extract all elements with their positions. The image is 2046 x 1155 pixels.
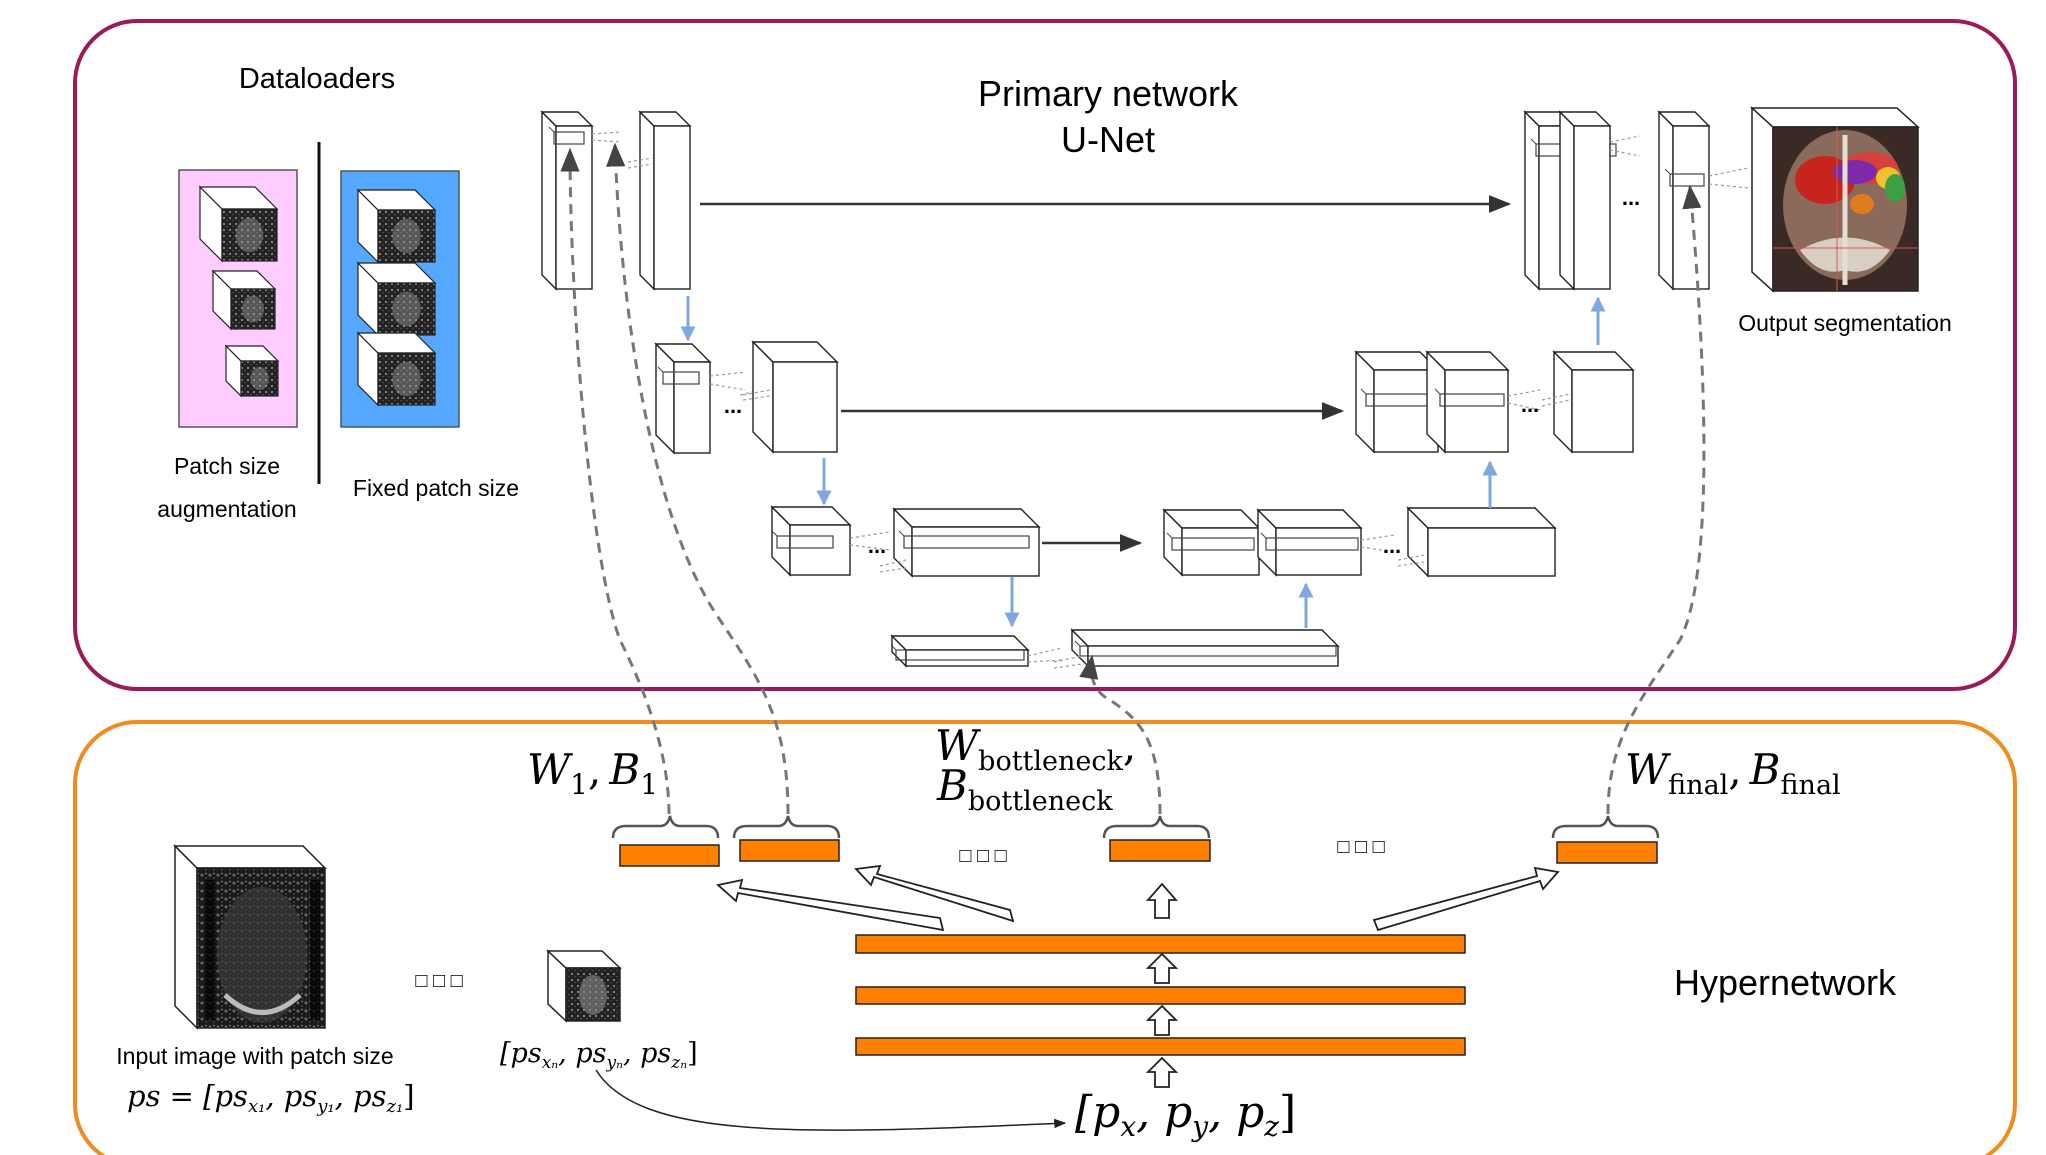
dec3-block-a	[1162, 508, 1261, 577]
bottleneck-block-a	[890, 634, 1063, 668]
primary-network-frame	[73, 19, 2017, 691]
sampling-arrows	[680, 296, 1606, 628]
p-vector: [px, py, pz]	[1075, 1087, 1296, 1143]
brace-w1	[611, 815, 720, 839]
hollow-arrows	[716, 864, 1560, 1088]
input-image-volume	[173, 844, 327, 1030]
fixed-cube-3	[356, 331, 437, 407]
hypernetwork-title: Hypernetwork	[1674, 962, 1897, 1003]
up-arrow-bottleneck	[1146, 882, 1178, 919]
dataloader-patch-cubes	[198, 185, 437, 407]
dec2-block-a	[1354, 350, 1440, 454]
w1-b1-label: W1,B1	[527, 745, 658, 801]
enc3-block-b	[879, 507, 1041, 578]
output-segmentation-label: Output segmentation	[1738, 310, 1952, 336]
unet-ellipsis-2: ...	[724, 393, 742, 418]
dec1-block-b	[1558, 110, 1641, 291]
diag-arrow-w1	[716, 878, 945, 932]
primary-network-title: Primary network	[978, 73, 1239, 114]
enc1-block-b	[627, 110, 692, 291]
input-dots: □ □ □	[415, 970, 462, 992]
head-bar-final	[1556, 841, 1658, 864]
unet-ellipses: ...............	[724, 185, 1640, 558]
brace-b1	[732, 815, 841, 839]
patch-size-to-input-arrow	[595, 1069, 1067, 1131]
enc1-block-a	[540, 110, 621, 291]
hidden-layer-3	[855, 934, 1466, 954]
w-bottleneck-label: Wbottleneck,	[935, 721, 1136, 777]
unet-title: U-Net	[1061, 119, 1155, 160]
dec3-block-b	[1256, 508, 1396, 577]
up-arrow-layer1	[1145, 1004, 1179, 1036]
up-arrow-input	[1145, 1056, 1179, 1088]
dec2-block-c	[1541, 350, 1635, 454]
dec3-block-c	[1397, 506, 1557, 578]
up-arrow-layer2	[1145, 952, 1179, 984]
head-bar-w1	[619, 844, 720, 867]
dec2-block-b	[1425, 350, 1541, 454]
flow-b1	[606, 142, 790, 815]
bottleneck-block-b	[1053, 628, 1340, 669]
dataloaders-title: Dataloaders	[239, 63, 395, 95]
patch-size-label-line1: Patch size	[174, 453, 280, 479]
w-final-b-final-label: Wfinal,Bfinal	[1625, 745, 1841, 801]
diag-arrow-final	[1372, 866, 1560, 932]
psn-formula: [psxₙ, psyₙ, pszₙ]	[500, 1038, 698, 1073]
hidden-layer-1	[855, 1037, 1466, 1056]
output-segmentation-volume	[1750, 106, 1920, 293]
weight-flow-arrows	[560, 142, 1706, 815]
aug-cube-large	[198, 185, 279, 263]
unet-ellipsis-4: ...	[1521, 392, 1539, 417]
ps-formula: ps = [psx₁, psy₁, psz₁]	[127, 1079, 415, 1117]
weight-braces	[611, 815, 1660, 839]
aug-cube-small	[224, 344, 280, 398]
dec1-block-c	[1657, 110, 1749, 291]
unet-feature-blocks	[540, 110, 1749, 669]
patch-size-label-line2: augmentation	[157, 496, 296, 522]
flow-w1	[560, 147, 671, 815]
output-head-bars	[619, 839, 1658, 867]
input-image-label: Input image with patch size	[116, 1043, 393, 1069]
brace-final	[1551, 815, 1660, 839]
enc3-block-a	[770, 505, 891, 577]
diag-arrow-b1	[854, 864, 1015, 923]
b-bottleneck-label: Bbottleneck	[936, 761, 1113, 817]
unet-ellipsis-3: ...	[868, 533, 886, 558]
head-bar-b1	[739, 839, 840, 862]
fixed-cube-1	[356, 188, 437, 264]
fixed-cube-2	[356, 261, 437, 337]
small-patch-volume	[546, 949, 622, 1023]
enc2-block-b	[742, 340, 839, 454]
head-bar-bottleneck	[1109, 839, 1211, 862]
hypernetwork-frame	[73, 720, 2017, 1155]
unet-ellipsis-5: ...	[1383, 533, 1401, 558]
head-dots-1: □ □ □	[959, 845, 1006, 867]
flow-bottleneck	[1079, 654, 1162, 815]
flow-final	[1606, 184, 1706, 815]
fixed-patch-size-label: Fixed patch size	[353, 475, 519, 501]
unet-ellipsis-1: ...	[1622, 185, 1640, 210]
hypernetwork-layers	[855, 934, 1466, 1056]
hidden-layer-2	[855, 986, 1466, 1005]
aug-cube-medium	[211, 269, 277, 331]
head-dots-2: □ □ □	[1337, 836, 1384, 858]
brace-bottleneck	[1102, 815, 1211, 839]
enc2-block-a	[654, 342, 761, 455]
